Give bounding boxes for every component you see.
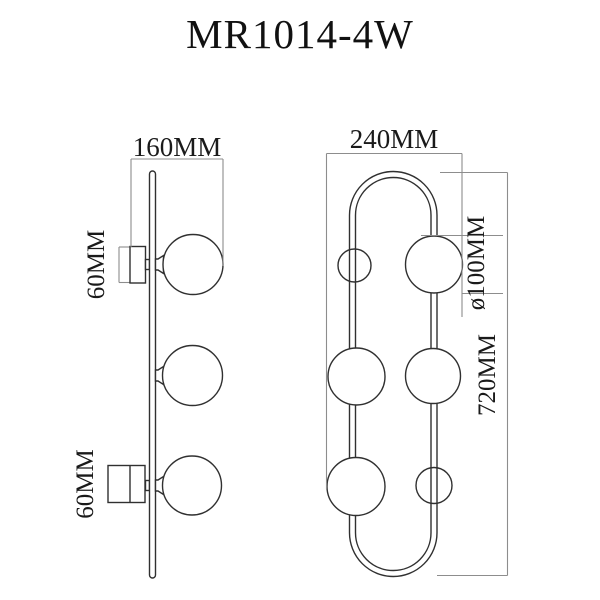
- glass-sphere-front-middle-right: [404, 347, 462, 405]
- side-view: 160MM 60MM 60MM: [72, 132, 224, 579]
- sphere-neck-top: [154, 254, 165, 275]
- glass-sphere-front-back-bottom-right: [415, 466, 453, 505]
- sphere-diameter-dimension: [421, 234, 503, 295]
- front-width-dimension: [325, 152, 463, 489]
- wall-canopy-top: [129, 245, 147, 284]
- glass-sphere-front-top-right: [404, 235, 464, 294]
- front-view: 240MM ø100MM 720MM: [325, 124, 509, 578]
- front-height-dimension-label: 720MM: [474, 334, 501, 416]
- front-height-dimension: [437, 171, 509, 577]
- side-frame-bar: [148, 170, 157, 579]
- wall-canopy-bottom: [107, 464, 146, 504]
- side-top-canopy-dimension: [118, 246, 130, 284]
- sphere-diameter-dimension-label: ø100MM: [463, 216, 490, 310]
- side-width-dimension: [130, 158, 224, 266]
- side-bottom-canopy-dimension-label: 60MM: [72, 449, 99, 518]
- side-top-canopy-dimension-label: 60MM: [83, 230, 110, 299]
- side-width-dimension-label: 160MM: [133, 132, 222, 162]
- front-width-dimension-label: 240MM: [350, 124, 439, 154]
- glass-sphere-side-top: [162, 233, 224, 296]
- page-title: MR1014-4W: [186, 11, 414, 57]
- glass-sphere-front-back-top-left: [337, 248, 372, 283]
- glass-sphere-side-bottom: [161, 455, 223, 516]
- glass-sphere-side-middle: [161, 344, 224, 407]
- glass-sphere-front-middle-left: [327, 347, 386, 406]
- glass-sphere-front-bottom-left: [326, 456, 386, 517]
